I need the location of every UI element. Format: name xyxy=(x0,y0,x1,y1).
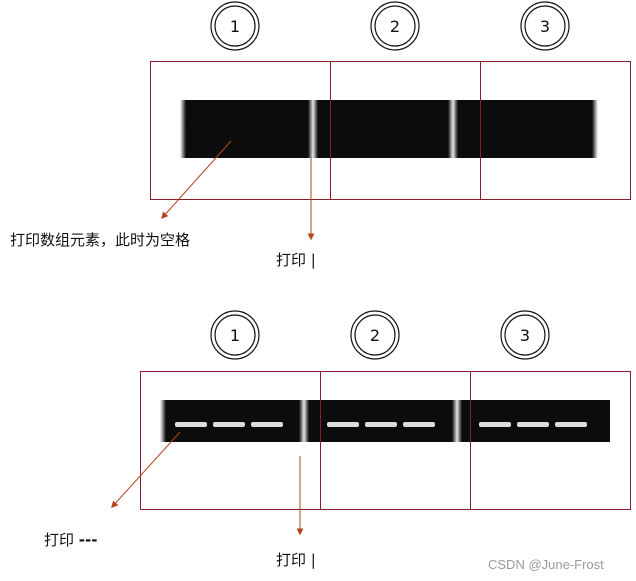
arrow-to-element xyxy=(161,140,232,220)
cell-box-3 xyxy=(480,61,631,200)
circle-2-2: 2 xyxy=(350,310,400,360)
annotation-print-element: 打印数组元素，此时为空格 xyxy=(10,231,191,249)
strip-fade-left xyxy=(180,100,186,158)
dash-mark xyxy=(365,422,397,427)
dash-mark xyxy=(175,422,207,427)
circle-label: 2 xyxy=(390,17,400,36)
arrow-to-dashes xyxy=(111,431,181,509)
annotation-print-separator-2: 打印 | xyxy=(276,551,316,569)
annotation-print-separator: 打印 | xyxy=(276,251,316,269)
strip-fade-right xyxy=(592,100,598,158)
dash-mark xyxy=(517,422,549,427)
console-strip xyxy=(163,400,610,442)
dash-mark xyxy=(479,422,511,427)
console-strip xyxy=(183,100,595,158)
circle-label: 2 xyxy=(370,326,380,345)
separator-mark xyxy=(448,100,458,158)
circle-label: 1 xyxy=(230,17,240,36)
circle-2-3: 3 xyxy=(500,310,550,360)
dash-mark xyxy=(251,422,283,427)
dash-mark xyxy=(213,422,245,427)
diagram-1: 1 2 3 xyxy=(150,1,631,241)
separator-mark xyxy=(308,100,318,158)
strip-fade-left xyxy=(160,400,166,442)
annotation-prefix: 打印 xyxy=(44,531,79,549)
circle-2-1: 1 xyxy=(210,310,260,360)
annotation-print-dashes: 打印 --- xyxy=(44,529,97,550)
circle-1-2: 2 xyxy=(370,1,420,51)
dash-mark xyxy=(555,422,587,427)
circle-1-3: 3 xyxy=(520,1,570,51)
dash-mark xyxy=(403,422,435,427)
diagram-2: 1 2 3 xyxy=(111,310,631,536)
annotation-dashes: --- xyxy=(78,531,98,549)
watermark: CSDN @June-Frost xyxy=(488,557,604,572)
circle-1-1: 1 xyxy=(210,1,260,51)
circle-label: 1 xyxy=(230,326,240,345)
dash-mark xyxy=(327,422,359,427)
dash-group xyxy=(175,422,587,427)
circle-label: 3 xyxy=(520,326,530,345)
circle-label: 3 xyxy=(540,17,550,36)
separator-mark xyxy=(452,400,462,442)
separator-mark xyxy=(299,400,309,442)
cell-box-3 xyxy=(470,371,631,510)
